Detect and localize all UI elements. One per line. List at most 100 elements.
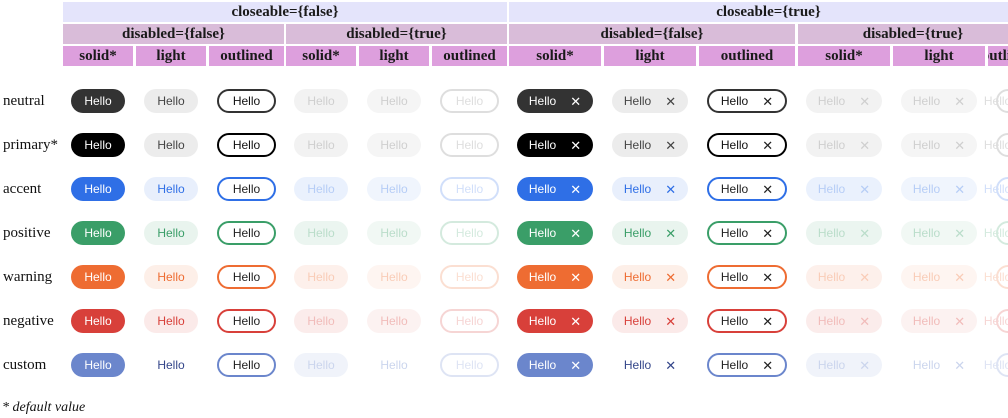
header-variant-light: light <box>136 46 206 66</box>
close-icon[interactable]: ✕ <box>570 313 582 329</box>
chip-warning-outlined-closeable[interactable]: Hello✕ <box>707 265 787 289</box>
close-icon[interactable]: ✕ <box>665 137 677 153</box>
chip-neutral-outlined-closeable[interactable]: Hello✕ <box>707 89 787 113</box>
chip-label: Hello <box>307 358 335 372</box>
chip-primary-light-closeable[interactable]: Hello✕ <box>612 133 688 157</box>
chip-label: Hello <box>232 94 261 108</box>
chip-custom-solid-closeable[interactable]: Hello ✕ <box>517 353 593 377</box>
close-icon[interactable]: ✕ <box>762 181 774 197</box>
chip-negative-solid-closeable[interactable]: Hello✕ <box>517 309 593 333</box>
close-icon[interactable]: ✕ <box>570 269 582 285</box>
header-variant-solid: solid* <box>509 46 601 66</box>
close-icon[interactable]: ✕ <box>570 357 582 373</box>
row-label-accent: accent <box>3 181 42 197</box>
chip-accent-outlined-closeable[interactable]: Hello✕ <box>707 177 787 201</box>
chip-negative-outlined[interactable]: Hello <box>217 309 276 333</box>
close-icon[interactable]: ✕ <box>665 357 677 373</box>
chip-primary-solid[interactable]: Hello <box>71 133 125 157</box>
chip-label: Hello <box>623 358 652 372</box>
chip-neutral-light-closeable[interactable]: Hello✕ <box>612 89 688 113</box>
chip-positive-light[interactable]: Hello <box>144 221 198 245</box>
close-icon: ✕ <box>954 357 966 373</box>
chip-warning-light-closeable[interactable]: Hello✕ <box>612 265 688 289</box>
close-icon[interactable]: ✕ <box>665 313 677 329</box>
chip-negative-solid[interactable]: Hello <box>71 309 125 333</box>
close-icon[interactable]: ✕ <box>570 93 582 109</box>
chip-label: Hello <box>623 314 652 328</box>
chip-positive-outlined[interactable]: Hello <box>217 221 276 245</box>
row-label-primary: primary* <box>3 137 58 153</box>
chip-warning-solid[interactable]: Hello <box>71 265 125 289</box>
chip-label: Hello <box>983 138 1008 152</box>
close-icon[interactable]: ✕ <box>762 357 774 373</box>
chip-warning-outlined-disabled: Hello <box>440 265 499 289</box>
close-icon[interactable]: ✕ <box>665 93 677 109</box>
chip-negative-outlined-closeable-disabled: Hello✕ <box>984 309 1008 333</box>
chip-custom-outlined[interactable]: Hello <box>217 353 276 377</box>
chip-custom-light[interactable]: Hello <box>144 353 198 377</box>
close-icon: ✕ <box>859 313 871 329</box>
chip-label: Hello <box>983 182 1008 196</box>
chip-accent-outlined[interactable]: Hello <box>217 177 276 201</box>
chip-warning-outlined[interactable]: Hello <box>217 265 276 289</box>
chip-primary-light[interactable]: Hello <box>144 133 198 157</box>
chip-warning-solid-closeable-disabled: Hello✕ <box>806 265 882 289</box>
chip-primary-light-closeable-disabled: Hello✕ <box>901 133 977 157</box>
chip-label: Hello <box>380 138 408 152</box>
chip-accent-light[interactable]: Hello <box>144 177 198 201</box>
chip-primary-solid-closeable[interactable]: Hello✕ <box>517 133 593 157</box>
chip-neutral-solid-closeable[interactable]: Hello✕ <box>517 89 593 113</box>
chip-neutral-solid[interactable]: Hello <box>71 89 125 113</box>
chip-custom-solid[interactable]: Hello <box>71 353 125 377</box>
chip-custom-outlined-closeable[interactable]: Hello✕ <box>707 353 787 377</box>
chip-label: Hello <box>307 138 335 152</box>
row-label-custom: custom <box>3 357 47 373</box>
chip-positive-light-closeable-disabled: Hello✕ <box>901 221 977 245</box>
close-icon: ✕ <box>859 181 871 197</box>
chip-positive-light-closeable[interactable]: Hello✕ <box>612 221 688 245</box>
chip-positive-outlined-closeable[interactable]: Hello✕ <box>707 221 787 245</box>
close-icon[interactable]: ✕ <box>762 93 774 109</box>
chip-negative-light-disabled: Hello <box>367 309 421 333</box>
chip-label: Hello <box>528 358 557 372</box>
chip-label: Hello <box>817 226 846 240</box>
close-icon: ✕ <box>859 357 871 373</box>
close-icon[interactable]: ✕ <box>762 137 774 153</box>
chip-negative-light-closeable[interactable]: Hello ✕ <box>612 309 688 333</box>
close-icon[interactable]: ✕ <box>762 313 774 329</box>
close-icon[interactable]: ✕ <box>570 181 582 197</box>
chip-label: Hello <box>157 358 185 372</box>
chip-accent-solid[interactable]: Hello <box>71 177 125 201</box>
chip-negative-light[interactable]: Hello <box>144 309 198 333</box>
close-icon: ✕ <box>859 269 871 285</box>
chip-label: Hello <box>817 314 846 328</box>
close-icon[interactable]: ✕ <box>762 269 774 285</box>
close-icon[interactable]: ✕ <box>762 225 774 241</box>
chip-negative-light-closeable-disabled: Hello✕ <box>901 309 977 333</box>
chip-custom-outlined-disabled: Hello <box>440 353 499 377</box>
chip-label: Hello <box>84 358 112 372</box>
chip-label: Hello <box>455 94 484 108</box>
chip-warning-solid-closeable[interactable]: Hello✕ <box>517 265 593 289</box>
close-icon[interactable]: ✕ <box>570 225 582 241</box>
chip-neutral-light-closeable-disabled: Hello✕ <box>901 89 977 113</box>
chip-accent-solid-closeable[interactable]: Hello✕ <box>517 177 593 201</box>
chip-accent-light-closeable[interactable]: Hello✕ <box>612 177 688 201</box>
close-icon[interactable]: ✕ <box>665 269 677 285</box>
close-icon[interactable]: ✕ <box>665 181 677 197</box>
chip-primary-outlined[interactable]: Hello <box>217 133 276 157</box>
row-label-neutral: neutral <box>3 93 45 109</box>
close-icon[interactable]: ✕ <box>665 225 677 241</box>
chip-negative-outlined-closeable[interactable]: Hello✕ <box>707 309 787 333</box>
chip-label: Hello <box>84 182 112 196</box>
chip-warning-light[interactable]: Hello <box>144 265 198 289</box>
chip-custom-light-closeable[interactable]: Hello ✕ <box>612 353 688 377</box>
chip-positive-solid[interactable]: Hello <box>71 221 125 245</box>
chip-primary-outlined-closeable[interactable]: Hello✕ <box>707 133 787 157</box>
chip-label: Hello <box>380 358 408 372</box>
chip-positive-solid-closeable[interactable]: Hello✕ <box>517 221 593 245</box>
chip-neutral-light[interactable]: Hello <box>144 89 198 113</box>
close-icon[interactable]: ✕ <box>570 137 582 153</box>
chip-neutral-outlined[interactable]: Hello <box>217 89 276 113</box>
chip-negative-solid-closeable-disabled: Hello ✕ <box>806 309 882 333</box>
